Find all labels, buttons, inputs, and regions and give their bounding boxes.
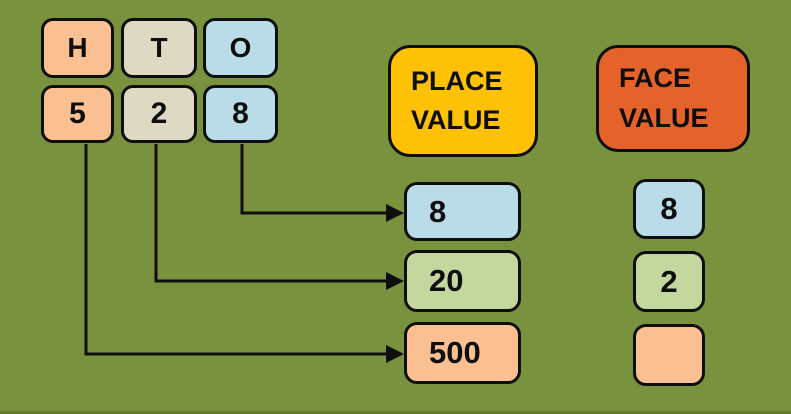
place-value-header: PLACE VALUE [388,45,538,157]
face-value-header-line2: VALUE [619,102,709,133]
face-value-tens-box: 2 [633,251,705,312]
arrowhead-ones-icon [386,204,404,222]
connector-tens-to-20 [154,144,387,283]
bottom-edge-shade [0,411,791,414]
face-value-hundreds-box-empty [633,324,705,386]
connector-ones-to-8 [240,144,387,215]
place-value-ones-box: 8 [404,182,521,241]
place-value-header-line1: PLACE [411,65,503,96]
column-label-hundreds: H [41,18,114,78]
arrowhead-hundreds-icon [386,345,404,363]
column-label-tens: T [121,18,197,78]
arrowhead-tens-icon [386,272,404,290]
digit-tens: 2 [121,85,197,143]
connector-hundreds-to-500 [84,144,387,356]
digit-ones: 8 [203,85,278,143]
face-value-header-line1: FACE [619,63,692,94]
place-value-header-line2: VALUE [411,105,501,135]
face-value-ones-box: 8 [633,179,705,239]
face-value-header: FACE VALUE [596,45,750,152]
place-value-hundreds-box: 500 [404,322,521,384]
digit-hundreds: 5 [41,85,114,143]
column-label-ones: O [203,18,278,78]
place-value-tens-box: 20 [404,250,521,312]
